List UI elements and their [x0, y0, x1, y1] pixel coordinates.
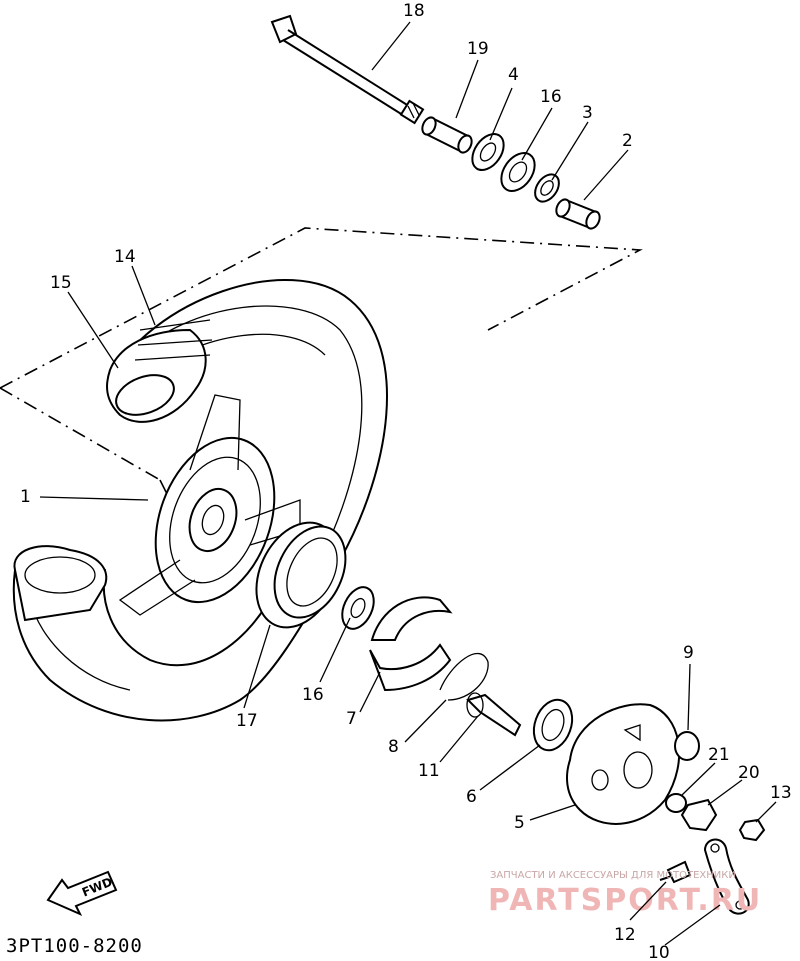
axle-part: [270, 14, 425, 125]
bearing-lower-part: [341, 586, 375, 630]
bolt-part: [659, 860, 692, 884]
washer-21-part: [665, 793, 687, 813]
callout-13: 13: [770, 783, 792, 803]
nut-20-part: [680, 798, 718, 832]
callout-16-lower: 16: [302, 685, 324, 705]
nut-collar-9-part: [674, 731, 700, 761]
callout-11: 11: [418, 761, 440, 781]
tyre-section-part: [13, 545, 108, 622]
brake-drum-part: [255, 521, 347, 629]
callout-2: 2: [622, 131, 633, 151]
callout-21: 21: [708, 745, 730, 765]
callout-4: 4: [508, 65, 519, 85]
watermark-small-text: ЗАПЧАСТИ И АКСЕССУАРЫ ДЛЯ МОТОТЕХНИКИ: [490, 870, 736, 881]
callout-1: 1: [20, 487, 31, 507]
camshaft-part: [466, 692, 522, 737]
watermark: ЗАПЧАСТИ И АКСЕССУАРЫ ДЛЯ МОТОТЕХНИКИ PA…: [488, 870, 762, 918]
oil-seal-part: [471, 132, 505, 172]
callout-5: 5: [514, 813, 525, 833]
callout-8: 8: [388, 737, 399, 757]
circlip-part: [534, 173, 560, 203]
nut-13-part: [738, 818, 766, 842]
callout-15: 15: [50, 273, 72, 293]
callout-14: 14: [114, 247, 136, 267]
callout-19: 19: [467, 39, 489, 59]
callout-9: 9: [683, 643, 694, 663]
collar-part: [421, 116, 473, 154]
callout-20: 20: [738, 763, 760, 783]
callout-16-top: 16: [540, 87, 562, 107]
inner-tube-part: [106, 319, 213, 423]
spacer-part: [555, 198, 601, 230]
callout-12: 12: [614, 925, 636, 945]
callout-10: 10: [648, 943, 670, 961]
diagram-code: 3PT100-8200: [6, 935, 143, 957]
wheel-rim-part: [118, 394, 301, 616]
leader-lines: [39, 21, 777, 946]
callout-18: 18: [403, 1, 425, 21]
callout-3: 3: [582, 103, 593, 123]
assembly-outline: [0, 227, 643, 561]
seal-part: [532, 698, 574, 752]
brake-shoe-part: [369, 596, 453, 692]
brake-panel-part: [566, 703, 681, 825]
brake-arm-part: [703, 838, 750, 915]
callouts: 18 19 4 16 3 2 14 15 1 16 7 8 11 17 9 21…: [20, 1, 792, 961]
callout-17: 17: [236, 711, 258, 731]
watermark-logo: PARTSPORT.RU: [488, 883, 762, 918]
callout-7: 7: [346, 709, 357, 729]
fwd-arrow-icon: FWD: [46, 870, 118, 917]
callout-6: 6: [466, 787, 477, 807]
bearing-top-part: [500, 152, 536, 192]
spring-part: [439, 652, 489, 701]
